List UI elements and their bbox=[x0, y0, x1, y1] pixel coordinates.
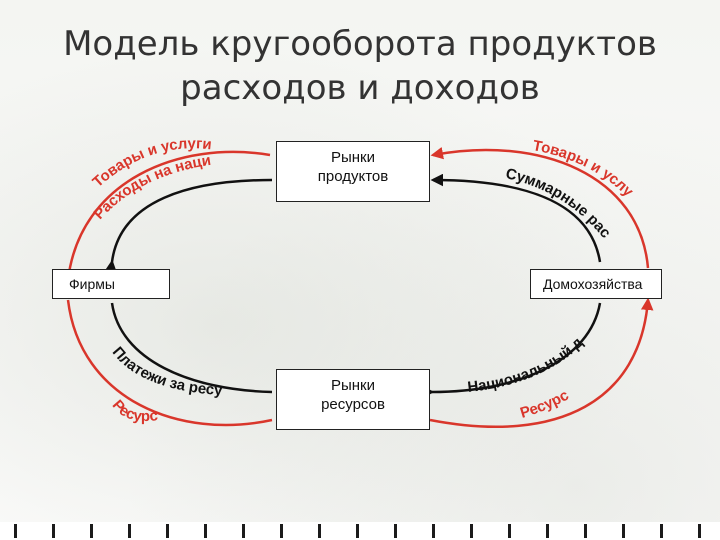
black-arc-bottom-left bbox=[110, 302, 273, 394]
product-markets-line-1: Рынки bbox=[330, 149, 375, 166]
red-arc-top-right bbox=[430, 147, 650, 269]
filmstrip-border bbox=[0, 522, 720, 540]
firms-box: Фирмы bbox=[52, 269, 170, 299]
label-total-spending: Суммарные расходы bbox=[0, 0, 614, 241]
slide-title: Модель кругооборота продуктов расходов и… bbox=[0, 22, 720, 110]
red-arc-top-left bbox=[62, 150, 271, 283]
label-resources-right: Ресурсы bbox=[0, 0, 572, 422]
label-spending-national-product: Расходы на национальный продукт bbox=[0, 0, 212, 223]
title-line-2: расходов и доходов bbox=[180, 68, 540, 108]
resource-markets-line-2: ресурсов bbox=[321, 396, 385, 413]
households-box: Домохозяйства bbox=[530, 269, 662, 299]
black-arc-bottom-right bbox=[421, 302, 602, 399]
red-arc-bottom-right bbox=[429, 297, 654, 428]
resource-markets-box: Рынки ресурсов bbox=[276, 369, 430, 430]
title-line-1: Модель кругооборота продуктов bbox=[63, 24, 657, 64]
product-markets-line-2: продуктов bbox=[317, 168, 389, 185]
product-markets-box: Рынки продуктов bbox=[276, 141, 430, 202]
red-arc-bottom-left bbox=[66, 299, 273, 427]
resource-markets-line-1: Рынки bbox=[330, 377, 375, 394]
black-arc-top-left bbox=[104, 178, 273, 273]
black-arc-top-right bbox=[430, 173, 602, 263]
